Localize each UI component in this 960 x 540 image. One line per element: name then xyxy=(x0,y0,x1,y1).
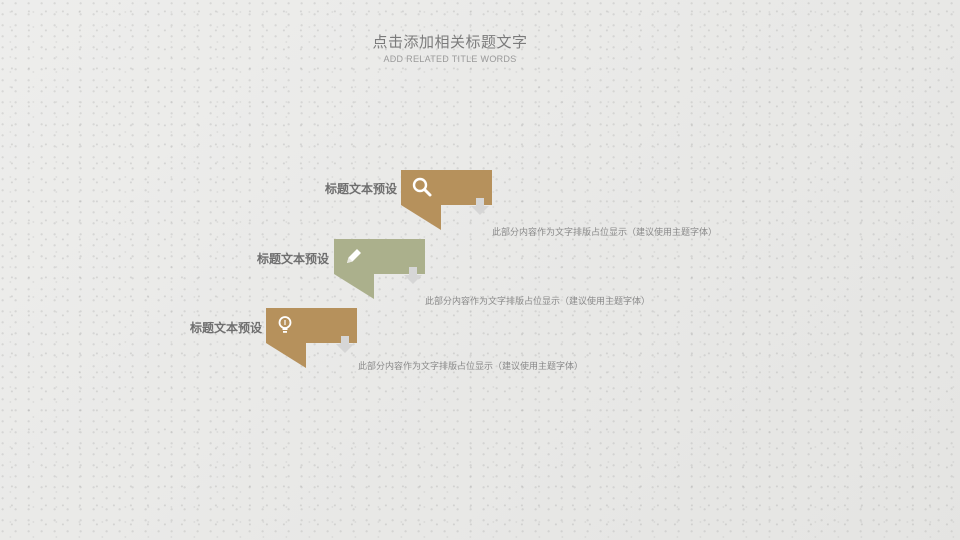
search-icon xyxy=(412,177,432,197)
step-1-title: 标题文本预设 xyxy=(324,182,397,196)
step-3-banner xyxy=(266,308,357,368)
page-title: 点击添加相关标题文字 xyxy=(372,33,528,51)
pencil-icon xyxy=(347,249,361,263)
step-1-description: 此部分内容作为文字排版占位显示（建议使用主题字体） xyxy=(492,228,718,238)
step-3-title: 标题文本预设 xyxy=(189,321,262,335)
lightbulb-icon xyxy=(278,316,292,333)
step-2-description: 此部分内容作为文字排版占位显示（建议使用主题字体） xyxy=(425,297,651,307)
page-subtitle: ADD RELATED TITLE WORDS xyxy=(383,54,517,64)
step-1-banner xyxy=(401,170,492,230)
step-3-description: 此部分内容作为文字排版占位显示（建议使用主题字体） xyxy=(358,362,584,372)
step-2-title: 标题文本预设 xyxy=(256,252,329,266)
